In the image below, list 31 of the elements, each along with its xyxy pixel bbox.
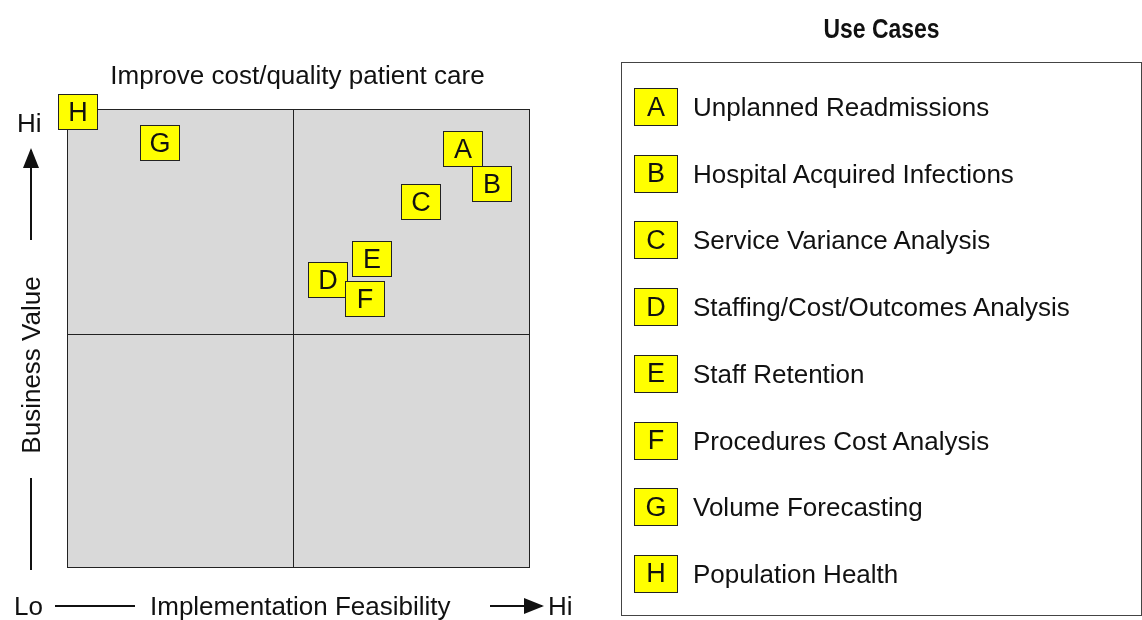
legend-heading: Use Cases bbox=[822, 14, 941, 44]
letter-tag: A bbox=[634, 88, 678, 126]
letter-tag: G bbox=[634, 488, 678, 527]
use-case-name: Staffing/Cost/Outcomes Analysis bbox=[693, 292, 1070, 323]
letter-tag: B bbox=[634, 154, 678, 193]
letter-tag: E bbox=[634, 354, 678, 393]
axis-end-label: Lo bbox=[14, 591, 43, 620]
use-case-name: Service Variance Analysis bbox=[693, 225, 991, 256]
axis-title: Business Value bbox=[16, 276, 46, 454]
use-case-name: Staff Retention bbox=[693, 358, 865, 389]
letter-tag: H bbox=[58, 94, 98, 130]
letter-tag: G bbox=[140, 125, 180, 161]
letter-tag: A bbox=[443, 131, 483, 167]
letter-tag: F bbox=[634, 421, 678, 460]
letter-tag: C bbox=[634, 221, 678, 260]
chart-title: Improve cost/quality patient care bbox=[109, 60, 486, 90]
letter-tag: D bbox=[308, 262, 348, 298]
axis-title: Implementation Feasibility bbox=[150, 591, 451, 620]
use-case-name: Procedures Cost Analysis bbox=[693, 425, 990, 456]
axis-end-label: Hi bbox=[548, 591, 573, 620]
use-case-name: Volume Forecasting bbox=[693, 492, 923, 523]
letter-tag: C bbox=[401, 184, 441, 220]
letter-tag: H bbox=[634, 554, 678, 593]
letter-tag: E bbox=[352, 241, 392, 277]
letter-tag: B bbox=[472, 166, 512, 202]
use-case-name: Unplanned Readmissions bbox=[693, 92, 990, 122]
axis-end-label: Hi bbox=[17, 108, 42, 138]
use-case-name: Population Health bbox=[693, 558, 899, 589]
letter-tag: D bbox=[634, 288, 678, 327]
use-case-name: Hospital Acquired Infections bbox=[693, 158, 1014, 189]
letter-tag: F bbox=[345, 281, 385, 317]
